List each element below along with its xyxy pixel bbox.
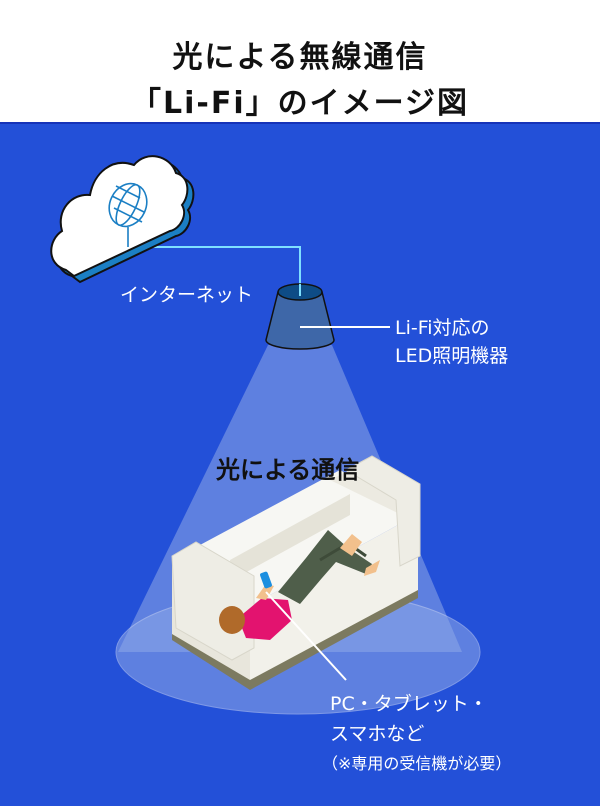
light-communication-label: 光による通信 [216,456,360,484]
sofa-with-person [171,455,421,690]
header: 光による無線通信 「Li-Fi」のイメージ図 [0,0,600,122]
receiver-note: （※専用の受信機が必要） [322,754,512,773]
lamp-label-line1: Li-Fi対応の [395,317,490,339]
cloud-globe-icon [50,155,195,284]
internet-label: インターネット [120,284,254,306]
lamp-label-line2: LED照明機器 [395,345,509,367]
receiver-label-line2: スマホなど [330,723,425,745]
page-title-line1: 光による無線通信 [172,40,428,75]
page-title-line2: 「Li-Fi」のイメージ図 [130,86,470,121]
receiver-label-line1: PC・タブレット・ [330,693,488,715]
ceiling-lamp-icon [265,283,390,350]
